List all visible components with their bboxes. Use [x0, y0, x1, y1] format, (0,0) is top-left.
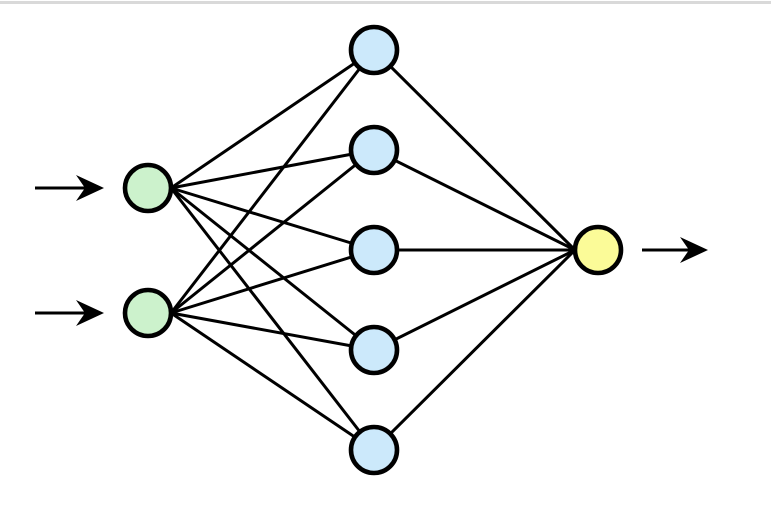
edge-input-node-2-to-hidden-node-4 [170, 311, 375, 352]
input-node-2 [122, 287, 174, 339]
edge-input-node-1-to-hidden-node-1 [170, 48, 375, 190]
edge-input-node-1-to-hidden-node-2 [170, 148, 375, 190]
input-node-1 [122, 162, 174, 214]
hidden-node-3 [348, 224, 400, 276]
edge-hidden-node-1-to-output-node-1 [372, 48, 577, 252]
hidden-node-5 [348, 424, 400, 476]
edge-hidden-node-4-to-output-node-1 [373, 248, 576, 352]
edge-input-node-2-to-hidden-node-2 [170, 148, 375, 315]
edge-hidden-node-2-to-output-node-1 [373, 148, 576, 252]
output-arrow-1-head-icon [680, 237, 708, 263]
edge-input-node-2-to-hidden-node-3 [170, 248, 375, 315]
hidden-node-1 [348, 24, 400, 76]
hidden-node-4 [348, 324, 400, 376]
top-border-line [0, 1, 771, 4]
edge-input-node-1-to-hidden-node-3 [170, 186, 375, 252]
edge-input-node-2-to-hidden-node-5 [170, 311, 375, 452]
edge-input-node-1-to-hidden-node-4 [170, 186, 375, 352]
output-node-1 [572, 224, 624, 276]
input-arrow-1-head-icon [76, 175, 104, 201]
edge-input-node-1-to-hidden-node-5 [169, 187, 376, 451]
input-arrow-2-head-icon [76, 300, 104, 326]
edge-hidden-node-5-to-output-node-1 [372, 248, 577, 452]
hidden-node-2 [348, 124, 400, 176]
edge-input-node-2-to-hidden-node-1 [169, 49, 376, 314]
